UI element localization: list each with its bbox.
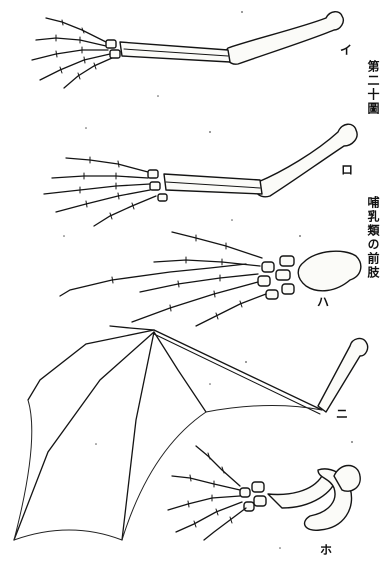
limb-ro [44, 124, 357, 226]
label-ho: ホ [320, 544, 332, 556]
limb-ho [168, 446, 360, 540]
label-ha: ハ [317, 296, 329, 308]
label-ni: ニ [336, 408, 348, 420]
limb-ha [60, 232, 361, 326]
label-ro: ロ [341, 164, 353, 176]
figure-title: 第二十圖 [367, 60, 379, 116]
limb-ni [14, 326, 368, 540]
label-i: イ [340, 44, 352, 56]
limb-i [32, 12, 343, 88]
figure-subtitle: 哺乳類の前肢 [367, 196, 379, 280]
